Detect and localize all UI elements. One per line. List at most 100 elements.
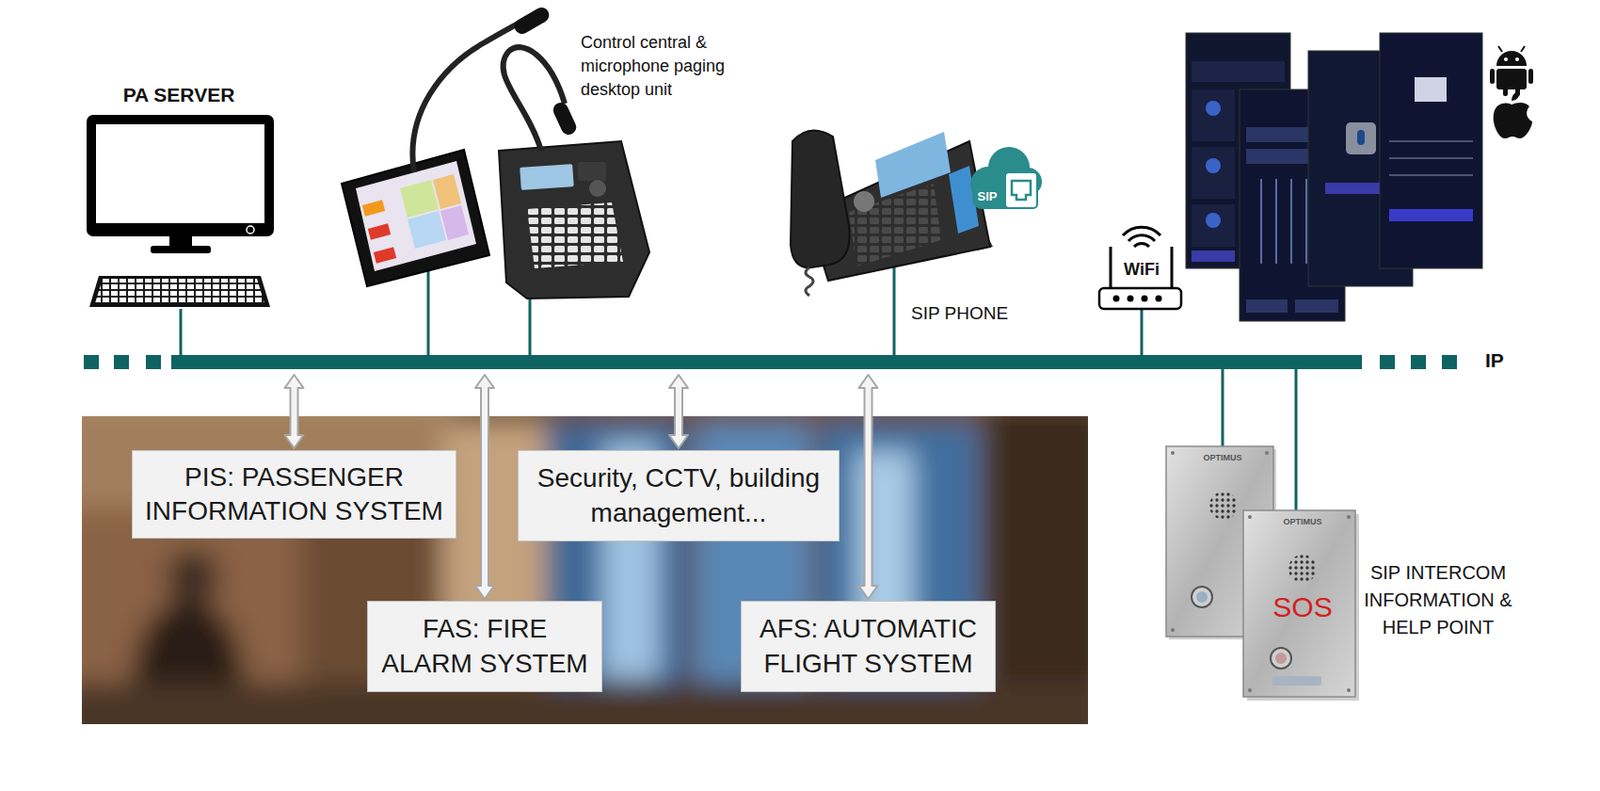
double-arrow [859,374,879,599]
network-label: IP [1485,349,1504,372]
sip-cloud-icon [970,146,1042,209]
wifi-router-icon [1099,288,1182,309]
os-icon [1489,68,1495,84]
intercom-panel [1264,450,1269,455]
intercom-panel [1170,627,1175,632]
sip-phone-icon [875,131,951,198]
network-wire [1221,367,1225,448]
paging-desk-unit [355,160,477,272]
app-screenshot [1290,178,1293,264]
paging-desk-unit [527,202,624,269]
bus-dash [1379,354,1395,369]
system-box: FAS: FIRE ALARM SYSTEM [367,600,603,692]
sip-phone-icon [805,267,814,296]
app-screenshot [1305,178,1308,264]
paging-desk-unit [577,161,607,181]
brand-text: OPTIMUS [1191,452,1254,464]
app-screenshot [1357,129,1365,145]
intercom-panel [1166,446,1360,701]
icon-text: SIP [970,189,1005,205]
app-screenshot [1389,175,1473,176]
app-screenshot [1191,204,1235,247]
sip-phone-icon [853,191,875,212]
wifi-router-icon [1099,226,1182,309]
app-screenshot [1260,178,1263,264]
device-label: SIP PHONE [911,303,1034,325]
wifi-router-icon [1170,246,1174,290]
app-screenshot [1389,141,1473,143]
intercom-panel [1248,688,1252,692]
os-icon [1515,57,1520,62]
bus-dash [113,354,129,369]
intercom-panel [1288,554,1317,583]
double-arrow [285,374,304,448]
app-screenshot [1185,32,1483,321]
bus-dash [1441,354,1457,369]
wifi-router-icon [1113,295,1120,303]
wifi-router-icon [1109,246,1113,290]
paging-desk-unit [373,246,397,263]
terminal-photo [166,549,220,603]
device-label: Control central & microphone paging desk… [580,31,741,103]
system-label: AFS: AUTOMATIC FLIGHT SYSTEM [748,611,989,681]
app-screenshot [1295,299,1339,313]
network-wire [179,308,183,358]
wifi-router-icon [1155,295,1163,303]
terminal-photo [81,416,1088,724]
network-wire [1140,308,1144,358]
intercom-panel [1270,647,1292,669]
computer-icon [150,245,211,254]
app-screenshot [1389,208,1473,222]
network-wire [427,270,431,358]
os-icon [1498,46,1503,52]
paging-desk-unit [400,179,439,218]
sip-cloud-icon [1005,172,1038,208]
icon-text: WiFi [1112,259,1171,281]
paging-desk-unit [519,163,575,191]
system-label: FAS: FIRE ALARM SYSTEM [377,611,592,681]
app-screenshot [1205,212,1221,228]
intercom-panel [1248,514,1252,519]
sip-phone-icon [790,130,850,269]
intercom-panel [1196,591,1208,603]
app-screenshot [1389,158,1473,160]
paging-desk-unit [440,205,469,240]
intercom-panel [1191,586,1213,608]
computer-icon [86,114,274,307]
app-screenshot [1379,32,1483,269]
network-wire [528,293,532,358]
os-icon [1489,46,1534,139]
app-screenshot [1275,178,1278,264]
app-screenshot [1246,299,1288,313]
network-bus: IP [171,354,1362,369]
bus-dash [145,354,161,369]
paging-desk-unit [550,99,579,137]
intercom-panel [1209,491,1238,520]
computer-icon [95,278,265,304]
app-screenshot [1191,89,1235,142]
system-box: AFS: AUTOMATIC FLIGHT SYSTEM [740,600,996,692]
app-screenshot [1414,77,1447,102]
os-icon [1496,50,1527,66]
wifi-router-icon [1128,235,1155,241]
paging-desk-unit [412,22,520,173]
computer-icon [96,124,265,224]
brand-text: OPTIMUS [1271,516,1334,528]
sip-phone-icon [790,130,993,296]
os-icon [1511,91,1520,101]
paging-desk-unit [589,179,607,197]
wifi-router-icon [1122,226,1161,236]
app-screenshot [1191,250,1235,262]
os-icon [1493,102,1533,139]
network-wire [1295,367,1298,512]
paging-desk-unit [368,223,391,240]
sip-cloud-icon [1011,180,1031,200]
os-icon [1496,68,1527,90]
os-icon [1528,68,1534,84]
network-wire [893,267,896,358]
device-label: SIP INTERCOM INFORMATION & HELP POINT [1358,559,1519,641]
bus-dash [1410,354,1426,369]
intercom-panel [1346,688,1351,692]
app-screenshot [1345,122,1376,155]
